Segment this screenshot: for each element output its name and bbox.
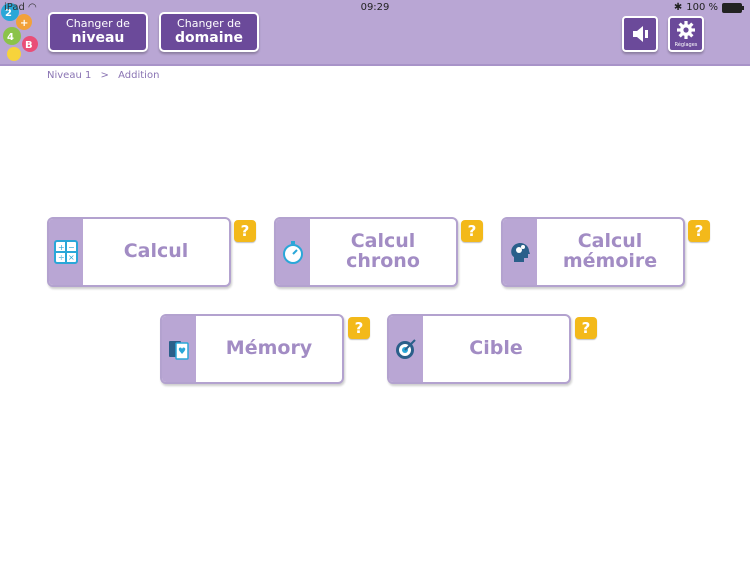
top-bar: 2 + 4 B iPad ◠ 09:29 ✱ 100 % Changer de … [0,0,750,66]
activity-label-line1: Cible [469,337,523,360]
wifi-icon: ◠ [28,2,37,13]
status-time: 09:29 [360,2,390,13]
svg-text:4: 4 [7,32,14,43]
activity-strip: + − ÷ × [49,219,83,285]
svg-text:+: + [20,18,28,29]
settings-label: Réglages [674,42,698,48]
change-domain-line2: domaine [175,30,243,46]
cards-icon: ♥ [169,341,189,360]
carrier-label: iPad [4,2,25,13]
status-carrier: iPad ◠ [4,2,37,13]
status-right: ✱ 100 % [673,2,744,13]
activity-label: Calcul mémoire [537,219,683,285]
activity-cible[interactable]: Cible [387,314,571,384]
help-calcul-button[interactable]: ? [234,220,256,242]
question-icon: ? [467,222,477,240]
activity-label: Calcul chrono [310,219,456,285]
activity-strip: ♥ [162,316,196,382]
activity-label-line1: Mémory [225,337,313,360]
activity-label: Cible [423,316,569,382]
sound-button[interactable] [622,16,658,52]
activity-label: Calcul [83,219,229,285]
battery-icon [722,2,744,13]
activity-strip [503,219,537,285]
help-memory-button[interactable]: ? [348,317,370,339]
activity-label-line1: Calcul [123,240,189,263]
target-icon [396,339,416,359]
activity-label-line1: Calcul [577,230,643,253]
svg-text:♥: ♥ [178,347,186,357]
head-gears-icon [511,242,530,262]
question-icon: ? [581,319,591,337]
svg-text:−: − [68,243,75,252]
settings-button[interactable]: Réglages [668,16,704,52]
activity-memory[interactable]: ♥ Mémory [160,314,344,384]
question-icon: ? [354,319,364,337]
app-logo: 2 + 4 B [1,3,38,61]
change-domain-button[interactable]: Changer de domaine [159,12,259,52]
activity-calcul[interactable]: + − ÷ × Calcul [47,217,231,287]
breadcrumb-separator: > [100,70,109,81]
speaker-icon [633,26,648,42]
question-icon: ? [240,222,250,240]
bluetooth-icon: ✱ [673,2,683,13]
activity-label-line2: chrono [346,250,420,272]
change-level-line1: Changer de [66,17,130,30]
activity-strip [389,316,423,382]
activity-label: Mémory [196,316,342,382]
activity-label-line1: Calcul [350,230,416,253]
breadcrumb-domain: Addition [118,70,160,81]
svg-text:÷: ÷ [58,253,65,262]
svg-text:2: 2 [5,8,12,19]
breadcrumb: Niveau 1 > Addition [47,70,165,81]
activity-strip [276,219,310,285]
gear-icon [677,21,695,39]
question-icon: ? [694,222,704,240]
svg-text:+: + [58,243,65,252]
battery-percent: 100 % [686,2,718,13]
change-domain-line1: Changer de [177,17,241,30]
activity-calcul-memoire[interactable]: Calcul mémoire [501,217,685,287]
stopwatch-icon [283,241,303,264]
activity-calcul-chrono[interactable]: Calcul chrono [274,217,458,287]
change-level-line2: niveau [71,30,125,46]
help-calcul-chrono-button[interactable]: ? [461,220,483,242]
activity-label-line2: mémoire [562,250,658,272]
calculator-icon: + − ÷ × [54,240,78,264]
svg-text:×: × [68,253,75,262]
help-cible-button[interactable]: ? [575,317,597,339]
svg-text:B: B [25,40,33,51]
breadcrumb-level[interactable]: Niveau 1 [47,70,92,81]
help-calcul-memoire-button[interactable]: ? [688,220,710,242]
change-level-button[interactable]: Changer de niveau [48,12,148,52]
